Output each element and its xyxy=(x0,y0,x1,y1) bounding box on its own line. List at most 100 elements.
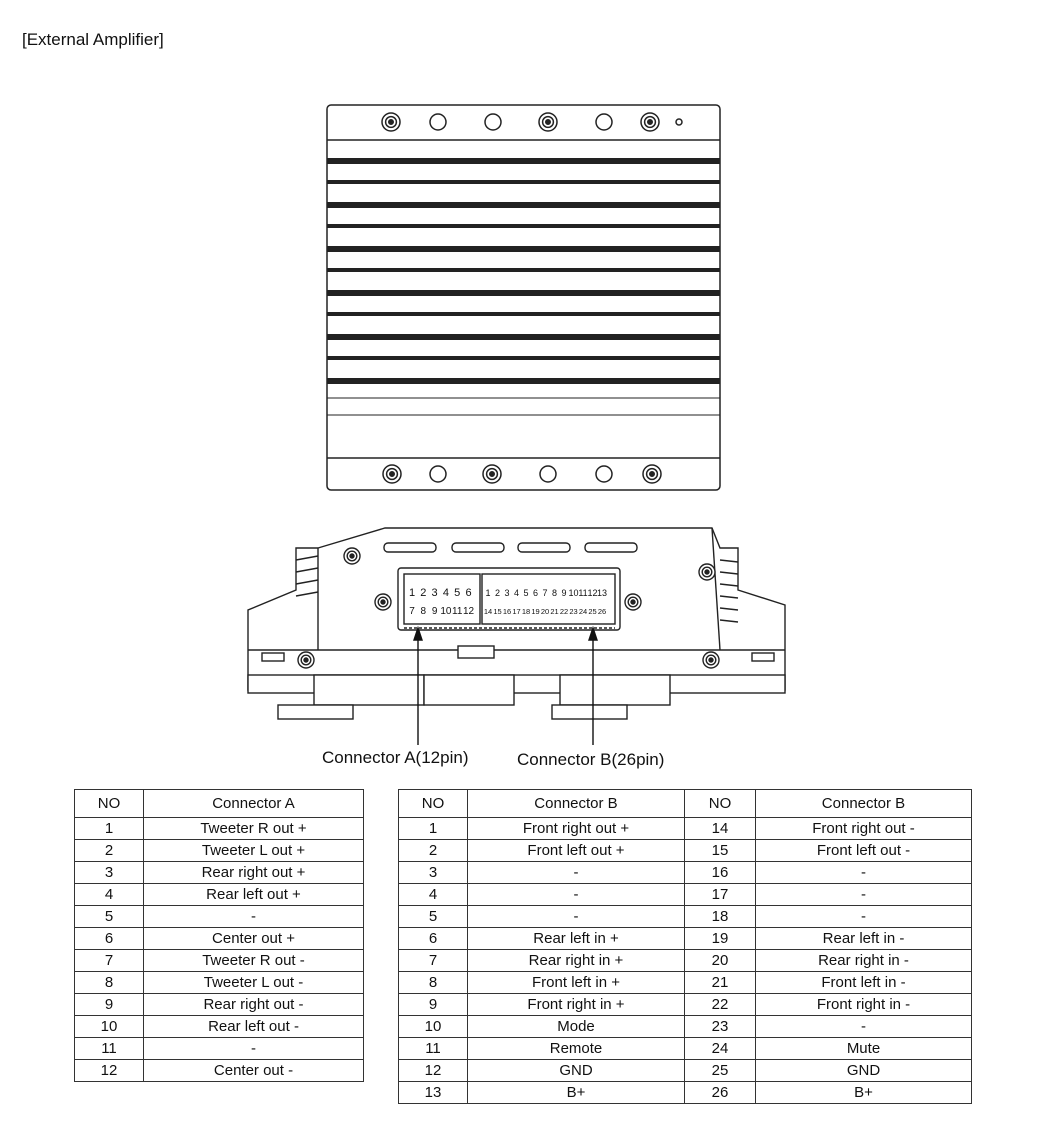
pin-number: 5 xyxy=(523,588,528,598)
table-cell: Mute xyxy=(755,1037,972,1060)
pin-number: 2 xyxy=(420,587,426,599)
table-cell: Tweeter L out - xyxy=(143,971,364,994)
pin-number: 23 xyxy=(569,607,577,616)
table-cell: - xyxy=(755,905,972,928)
pin-number: 5 xyxy=(454,587,460,599)
table-cell: 8 xyxy=(74,971,144,994)
pin-number: 24 xyxy=(579,607,587,616)
pin-number: 7 xyxy=(409,606,415,617)
pin-number: 17 xyxy=(512,607,520,616)
pin-number: 1 xyxy=(409,587,415,599)
amplifier-front-view xyxy=(247,527,786,720)
table-cell: Rear left out + xyxy=(143,883,364,906)
amplifier-top-view xyxy=(326,104,721,491)
column-header: NO xyxy=(398,789,468,818)
table-cell: 9 xyxy=(74,993,144,1016)
pin-number: 10 xyxy=(568,588,578,598)
pin-number: 9 xyxy=(561,588,566,598)
pin-number: 20 xyxy=(541,607,549,616)
table-cell: GND xyxy=(755,1059,972,1082)
connector-a-caption: Connector A(12pin) xyxy=(322,748,469,767)
pin-number: 2 xyxy=(495,588,500,598)
table-cell: 19 xyxy=(684,927,756,950)
pin-number: 26 xyxy=(598,607,606,616)
table-cell: 26 xyxy=(684,1081,756,1104)
page-title: [External Amplifier] xyxy=(22,30,164,49)
table-cell: Tweeter R out + xyxy=(143,817,364,840)
table-cell: 3 xyxy=(74,861,144,884)
pin-number: 10 xyxy=(440,606,452,617)
table-cell: Tweeter L out + xyxy=(143,839,364,862)
table-cell: Rear right out - xyxy=(143,993,364,1016)
table-cell: - xyxy=(143,1037,364,1060)
pin-number: 16 xyxy=(503,607,511,616)
table-cell: Front right out + xyxy=(467,817,685,840)
pin-number: 21 xyxy=(550,607,558,616)
pin-number: 22 xyxy=(560,607,568,616)
table-row: 5- xyxy=(74,905,364,928)
table-cell: Center out + xyxy=(143,927,364,950)
table-cell: 25 xyxy=(684,1059,756,1082)
table-cell: 2 xyxy=(74,839,144,862)
table-cell: 10 xyxy=(74,1015,144,1038)
pin-number: 4 xyxy=(514,588,519,598)
pin-number: 8 xyxy=(552,588,557,598)
table-cell: Rear right out + xyxy=(143,861,364,884)
table-cell: Rear right in + xyxy=(467,949,685,972)
table-cell: 3 xyxy=(398,861,468,884)
pin-number: 12 xyxy=(463,606,475,617)
table-cell: 14 xyxy=(684,817,756,840)
table-cell: Rear left in - xyxy=(755,927,972,950)
pin-number: 25 xyxy=(588,607,596,616)
table-header-row: NO Connector A xyxy=(74,789,364,818)
pin-number: 3 xyxy=(504,588,509,598)
pin-number: 7 xyxy=(542,588,547,598)
table-row: 11- xyxy=(74,1037,364,1060)
table-cell: 21 xyxy=(684,971,756,994)
table-cell: 9 xyxy=(398,993,468,1016)
table-cell: Front left in - xyxy=(755,971,972,994)
pin-number: 12 xyxy=(587,588,597,598)
table-cell: 16 xyxy=(684,861,756,884)
table-cell: - xyxy=(467,883,685,906)
table-cell: 10 xyxy=(398,1015,468,1038)
table-cell: 20 xyxy=(684,949,756,972)
table-cell: 17 xyxy=(684,883,756,906)
table-cell: Front right in + xyxy=(467,993,685,1016)
column-header: Connector A xyxy=(143,789,364,818)
table-cell: 1 xyxy=(398,817,468,840)
table-cell: 4 xyxy=(398,883,468,906)
connector-b-caption: Connector B(26pin) xyxy=(517,750,665,769)
table-cell: 11 xyxy=(398,1037,468,1060)
pin-number: 4 xyxy=(443,587,449,599)
table-cell: - xyxy=(755,1015,972,1038)
pin-number: 19 xyxy=(531,607,539,616)
table-cell: 6 xyxy=(398,927,468,950)
table-cell: 23 xyxy=(684,1015,756,1038)
table-cell: 5 xyxy=(74,905,144,928)
table-cell: Rear left out - xyxy=(143,1015,364,1038)
table-cell: Mode xyxy=(467,1015,685,1038)
table-cell: B+ xyxy=(467,1081,685,1104)
table-cell: Center out - xyxy=(143,1059,364,1082)
table-cell: 2 xyxy=(398,839,468,862)
